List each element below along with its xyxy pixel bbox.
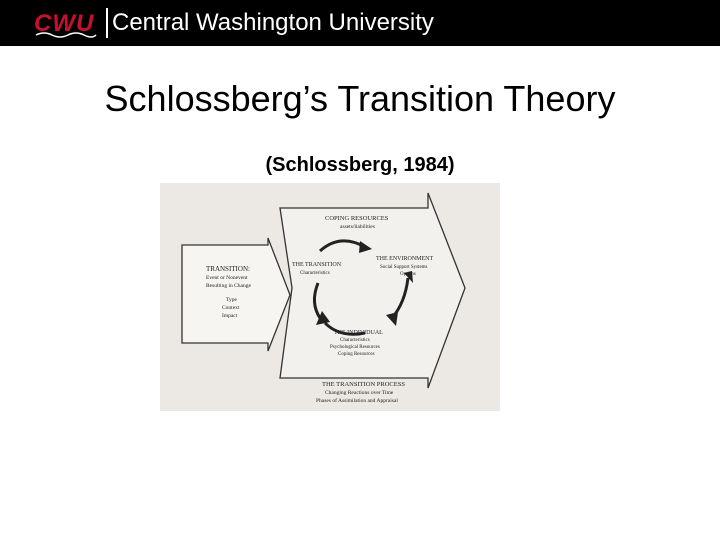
the-transition-sub: Characteristics [300,271,330,276]
the-environment-line2: Options [400,272,416,277]
coping-resources-heading: COPING RESOURCES [325,215,389,222]
slide-title: Schlossberg’s Transition Theory [104,78,616,119]
cycle-arrow-left [313,282,322,319]
header-bar: CWU Central Washington University [0,0,720,46]
the-individual-line1: Characteristics [340,338,370,343]
transition-attr-type: Type [226,297,237,303]
transition-heading: TRANSITION: [206,265,250,273]
cycle-arrowhead-1 [359,241,372,253]
process-arrow-shape [279,192,466,389]
transition-process-line2: Phases of Assimilation and Appraisal [316,397,398,404]
cycle-arrowhead-4 [404,271,413,283]
citation: (Schlossberg, 1984) [265,154,455,176]
coping-resources-sub: assets/liabilities [340,224,375,230]
diagram-svg: TRANSITION: Event or Nonevent Resulting … [181,192,466,404]
the-individual-line3: Coping Resources [338,352,375,357]
cycle-arrow-bottom [323,321,366,336]
transition-attr-impact: Impact [222,313,238,319]
cycle-arrowhead-3 [316,311,330,325]
the-environment-line1: Social Support Systems [380,265,428,270]
transition-arrow-shape [181,237,291,352]
header-title: Central Washington University [112,9,434,36]
the-transition-heading: THE TRANSITION [292,262,342,268]
the-individual-line2: Psychological Resources [330,345,380,350]
transition-line2: Resulting in Change [206,283,251,289]
transition-theory-diagram: TRANSITION: Event or Nonevent Resulting … [160,183,500,411]
logo-swoosh-icon [35,32,97,38]
the-environment-heading: THE ENVIRONMENT [376,256,433,262]
the-individual-heading: THE INDIVIDUAL [334,330,383,336]
header-divider [106,8,108,38]
transition-process-line1: Changing Reactions over Time [325,390,394,396]
transition-attr-context: Context [222,305,240,311]
cycle-arrowhead-2 [386,312,398,326]
transition-process-heading: THE TRANSITION PROCESS [322,381,405,388]
transition-line1: Event or Nonevent [206,275,248,281]
